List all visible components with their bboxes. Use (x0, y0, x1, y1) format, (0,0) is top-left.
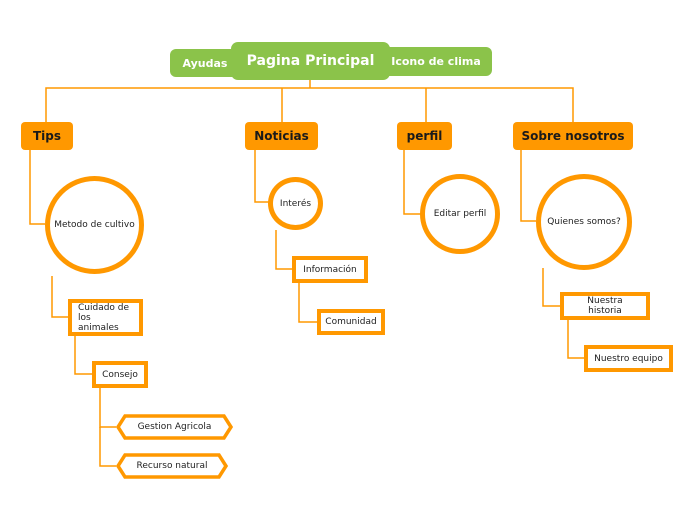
editar-perfil-node: Editar perfil (420, 174, 500, 254)
category-perfil: perfil (397, 122, 452, 150)
comunidad-node: Comunidad (317, 309, 385, 335)
main-topic: Pagina Principal (231, 42, 390, 80)
recurso-natural-node: Recurso natural (116, 453, 228, 479)
category-sobre-nosotros: Sobre nosotros (513, 122, 633, 150)
category-noticias: Noticias (245, 122, 318, 150)
nuestro-equipo-node: Nuestro equipo (584, 345, 673, 372)
category-tips: Tips (21, 122, 73, 150)
gestion-agricola-node: Gestion Agricola (116, 414, 233, 440)
nuestra-historia-node: Nuestra historia (560, 292, 650, 320)
informacion-node: Información (292, 256, 368, 283)
consejo-node: Consejo (92, 361, 148, 388)
hexagon-shape (116, 414, 233, 440)
quienes-somos-node: Quienes somos? (536, 174, 632, 270)
hexagon-shape (116, 453, 228, 479)
interes-node: Interés (268, 177, 323, 230)
cuidado-de-los-animales-node: Cuidado de los animales (68, 299, 143, 336)
recurso-natural-label: Recurso natural (136, 461, 208, 471)
icono-de-clima-label: Icono de clima (380, 47, 492, 76)
metodo-de-cultivo-node: Metodo de cultivo (45, 176, 144, 274)
gestion-agricola-label: Gestion Agricola (137, 422, 212, 432)
ayudas-label: Ayudas (170, 49, 240, 77)
